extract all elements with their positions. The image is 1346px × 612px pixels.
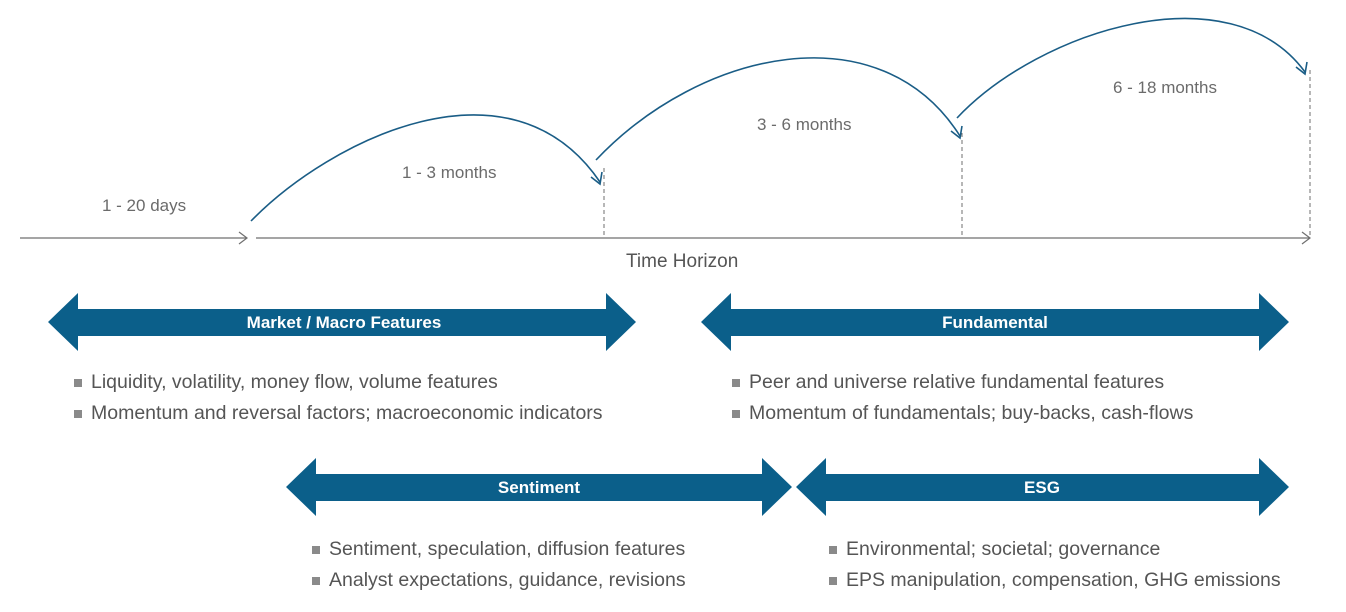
bullet-square-icon [312, 577, 320, 585]
arc-3-6-months [595, 57, 961, 161]
list-item: Peer and universe relative fundamental f… [732, 367, 1193, 398]
horizon-markers [603, 70, 1311, 238]
arc-6-18-months-arrowhead [1295, 61, 1308, 76]
arc-1-3-months [250, 114, 601, 222]
bullet-text: Analyst expectations, guidance, revision… [329, 569, 686, 591]
fundamental-bullet-list: Peer and universe relative fundamental f… [732, 367, 1193, 429]
bullet-text: Momentum and reversal factors; macroecon… [91, 402, 603, 424]
market-bullet-list: Liquidity, volatility, money flow, volum… [74, 367, 603, 429]
list-item: Environmental; societal; governance [829, 534, 1281, 565]
arc-6-18-months [956, 17, 1306, 119]
sentiment-bullet-list: Sentiment, speculation, diffusion featur… [312, 534, 686, 596]
list-item: Momentum of fundamentals; buy-backs, cas… [732, 398, 1193, 429]
horizon-label-1-20-days: 1 - 20 days [102, 196, 187, 215]
fundamental-band-label: Fundamental [942, 313, 1048, 332]
bullet-text: EPS manipulation, compensation, GHG emis… [846, 569, 1281, 591]
sentiment-band-label: Sentiment [497, 478, 581, 497]
market-band-arrow [48, 293, 636, 351]
esg-band-arrow [796, 458, 1289, 516]
list-item: Sentiment, speculation, diffusion featur… [312, 534, 686, 565]
bullet-square-icon [829, 546, 837, 554]
time-axis [20, 231, 1311, 245]
esg-band-label: ESG [1024, 478, 1060, 497]
bullet-text: Liquidity, volatility, money flow, volum… [91, 371, 498, 393]
bullet-text: Momentum of fundamentals; buy-backs, cas… [749, 402, 1194, 424]
arc-3-6-months-arrowhead [950, 125, 963, 140]
fundamental-band-arrow [701, 293, 1289, 351]
axis-title: Time Horizon [626, 251, 739, 272]
list-item: Momentum and reversal factors; macroecon… [74, 398, 603, 429]
arc-1-3-months-arrowhead [590, 171, 603, 186]
bullet-text: Peer and universe relative fundamental f… [749, 371, 1165, 393]
horizon-arcs [250, 17, 1308, 222]
list-item: Liquidity, volatility, money flow, volum… [74, 367, 603, 398]
bullet-square-icon [312, 546, 320, 554]
bullet-square-icon [732, 379, 740, 387]
bullet-square-icon [74, 379, 82, 387]
horizon-label-3-6-months: 3 - 6 months [757, 115, 852, 134]
horizon-label-1-3-months: 1 - 3 months [402, 163, 497, 182]
market-band-label: Market / Macro Features [246, 313, 442, 332]
bullet-square-icon [732, 410, 740, 418]
bullet-text: Sentiment, speculation, diffusion featur… [329, 538, 686, 560]
bullet-square-icon [74, 410, 82, 418]
axis-arrowhead-short [238, 231, 248, 245]
horizon-label-6-18-months: 6 - 18 months [1113, 78, 1217, 97]
list-item: Analyst expectations, guidance, revision… [312, 565, 686, 596]
bullet-text: Environmental; societal; governance [846, 538, 1161, 560]
list-item: EPS manipulation, compensation, GHG emis… [829, 565, 1281, 596]
sentiment-band-arrow [286, 458, 792, 516]
band-arrows [48, 293, 1289, 516]
axis-arrowhead-main [1301, 231, 1311, 245]
bullet-square-icon [829, 577, 837, 585]
esg-bullet-list: Environmental; societal; governance EPS … [829, 534, 1281, 596]
